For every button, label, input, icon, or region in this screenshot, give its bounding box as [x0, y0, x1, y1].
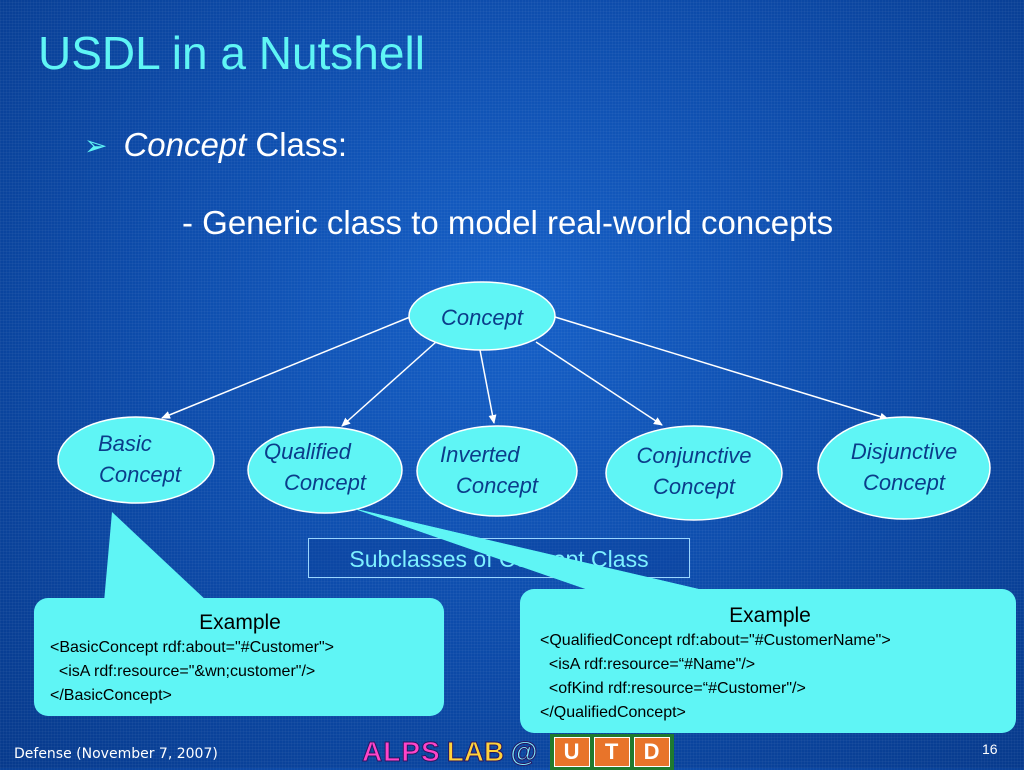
- footer-defense-date: Defense (November 7, 2007): [14, 746, 218, 762]
- node-concept: [408, 281, 556, 351]
- callout-pointer-left: [104, 512, 208, 602]
- page-number: 16: [982, 741, 998, 757]
- node-qualified-label: Qualified Concept: [264, 439, 366, 495]
- utd-letter: D: [633, 737, 670, 767]
- node-conjunctive-concept: [605, 425, 783, 521]
- arrow-bullet-icon: ➢: [84, 129, 108, 161]
- concept-description: - Generic class to model real-world conc…: [182, 204, 834, 241]
- logo-lab: LAB: [446, 736, 505, 768]
- code-line: <ofKind rdf:resource=“#Customer"/>: [540, 680, 806, 697]
- edge-concept-disjunctive: [554, 316, 889, 421]
- bullet-rest: Class:: [255, 126, 348, 163]
- logo-alps: ALPS: [362, 736, 441, 768]
- code-line: <isA rdf:resource=“#Name"/>: [540, 656, 756, 673]
- edge-concept-basic: [161, 316, 411, 419]
- utd-letter: T: [593, 737, 630, 767]
- code-line: <BasicConcept rdf:about="#Customer">: [50, 639, 334, 656]
- logo-at: @: [510, 736, 538, 768]
- example-heading: Example: [729, 604, 811, 627]
- bullet-term: Concept: [123, 126, 247, 163]
- node-basic-label: Basic Concept: [98, 431, 181, 487]
- code-line: </BasicConcept>: [50, 687, 172, 704]
- utd-letter: U: [553, 737, 590, 767]
- bullet-concept-class: ➢ Concept Class:: [84, 126, 347, 164]
- node-conjunctive-label: Conjunctive Concept: [636, 443, 752, 499]
- edge-concept-inverted: [479, 349, 497, 424]
- node-qualified-concept: [247, 426, 403, 514]
- node-inverted-label: Inverted Concept: [440, 442, 538, 498]
- node-inverted-concept: [416, 425, 578, 517]
- example-callout-basic: Example <BasicConcept rdf:about="#Custom…: [34, 598, 444, 716]
- edge-concept-conjunctive: [535, 341, 663, 426]
- example-callout-qualified: Example <QualifiedConcept rdf:about="#Cu…: [520, 589, 1016, 733]
- code-line: </QualifiedConcept>: [540, 704, 686, 721]
- utd-logo: U T D: [549, 734, 674, 770]
- node-disjunctive-label: Disjunctive Concept: [850, 439, 958, 495]
- edge-concept-qualified: [341, 341, 437, 427]
- node-disjunctive-concept: [817, 416, 991, 520]
- node-concept-label: Concept: [441, 305, 523, 330]
- code-line: <QualifiedConcept rdf:about="#CustomerNa…: [540, 632, 891, 649]
- node-basic-concept: [57, 416, 215, 504]
- slide-title: USDL in a Nutshell: [38, 27, 425, 79]
- example-heading: Example: [199, 611, 281, 634]
- alps-lab-utd-logo: ALPS LAB @ U T D: [362, 734, 674, 770]
- code-line: <isA rdf:resource="&wn;customer"/>: [50, 663, 316, 680]
